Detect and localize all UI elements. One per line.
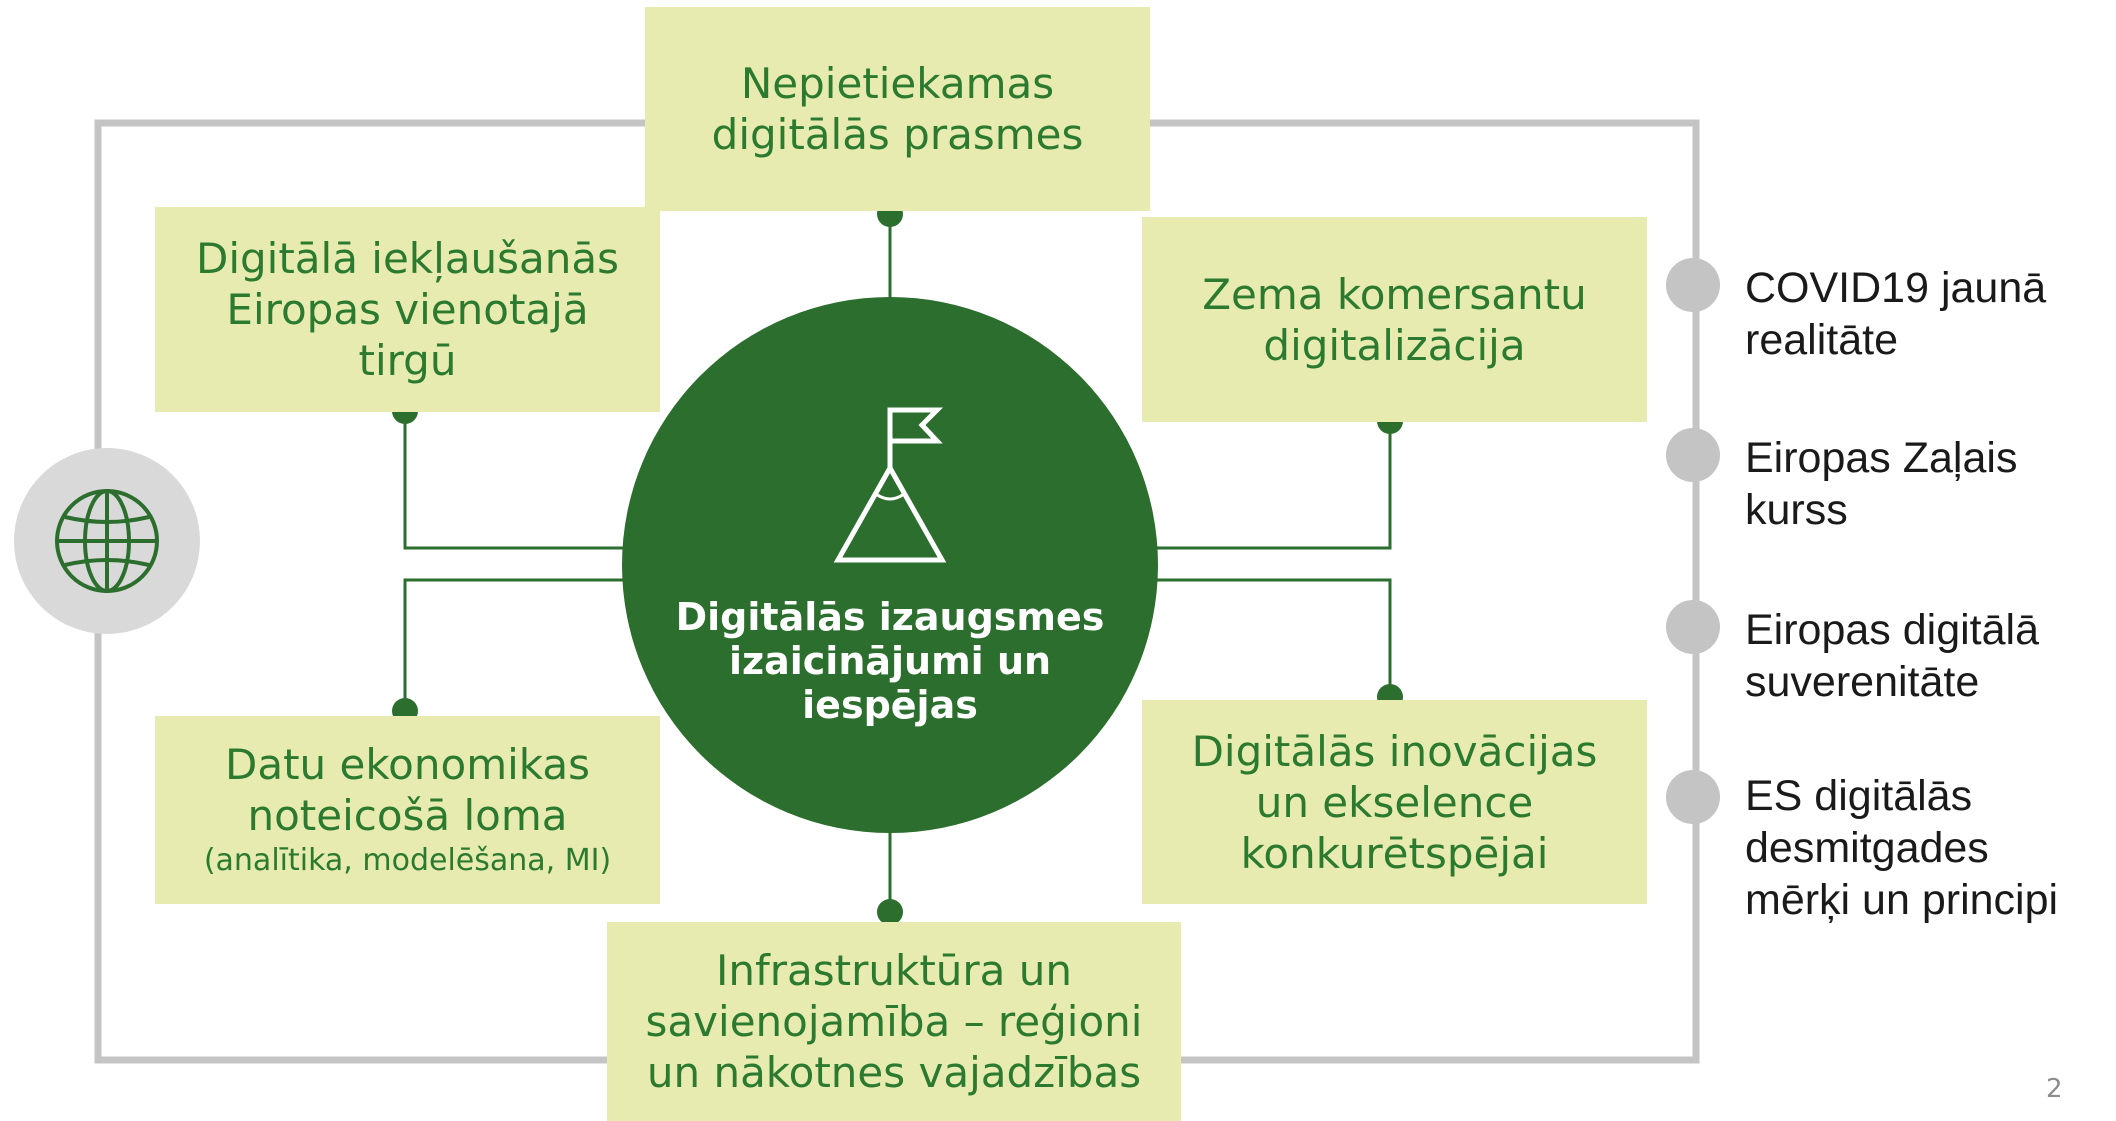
box-top-right: Zema komersantu digitalizācija <box>1142 217 1647 422</box>
side-item-4-line-2: desmitgades <box>1745 824 1989 872</box>
box-bottom-line-2: savienojamība – reģioni <box>645 997 1143 1046</box>
side-item-2-line-1: Eiropas Zaļais <box>1745 434 2018 482</box>
side-item-2-line-2: kurss <box>1745 486 1848 534</box>
box-top-left-line-3: tirgū <box>358 336 457 385</box>
box-bottom-right-line-3: konkurētspējai <box>1240 828 1549 878</box>
side-bullet-1 <box>1666 258 1720 312</box>
globe-badge <box>14 448 200 634</box>
side-item-1-line-1: COVID19 jaunā <box>1745 264 2047 312</box>
box-bottom-line-1: Infrastruktūra un <box>715 946 1073 995</box>
side-item-4: ES digitālās desmitgades mērķi un princi… <box>1745 770 2115 926</box>
box-bottom-right: Digitālās inovācijas un ekselence konkur… <box>1142 700 1647 904</box>
box-bottom: Infrastruktūra un savienojamība – reģion… <box>607 922 1181 1121</box>
box-top-left-line-2: Eiropas vienotajā <box>226 285 589 334</box>
side-item-2: Eiropas Zaļais kurss <box>1745 432 2115 536</box>
globe-icon <box>55 489 159 593</box>
page-number: 2 <box>2046 1074 2063 1104</box>
box-bottom-left: Datu ekonomikas noteicošā loma (analītik… <box>155 716 660 904</box>
side-item-3-line-2: suverenitāte <box>1745 658 1980 706</box>
box-bottom-left-line-1: Datu ekonomikas <box>225 740 590 789</box>
side-bullet-3 <box>1666 600 1720 654</box>
dot-bottom <box>877 899 903 925</box>
side-item-4-line-1: ES digitālās <box>1745 772 1973 820</box>
box-top-right-line-2: digitalizācija <box>1263 320 1526 370</box>
box-top-line-2: digitālās prasmes <box>711 110 1084 159</box>
side-bullet-2 <box>1666 428 1720 482</box>
center-title: Digitālās izaugsmes izaicinājumi un iesp… <box>675 595 1105 727</box>
box-top-right-line-1: Zema komersantu <box>1202 269 1587 319</box>
center-circle <box>622 297 1158 833</box>
box-bottom-line-3: un nākotnes vajadzības <box>646 1048 1142 1097</box>
box-bottom-right-line-1: Digitālās inovācijas <box>1191 726 1598 776</box>
box-bottom-left-line-2: noteicošā loma <box>247 791 568 840</box>
box-top-line-1: Nepietiekamas <box>740 59 1055 108</box>
side-item-4-line-3: mērķi un principi <box>1745 876 2059 924</box>
box-bottom-left-subtitle: (analītika, modelēšana, MI) <box>203 843 612 878</box>
box-top-left-line-1: Digitālā iekļaušanās <box>195 234 619 283</box>
side-item-3-line-1: Eiropas digitālā <box>1745 606 2040 654</box>
side-bullet-4 <box>1666 770 1720 824</box>
box-top-left: Digitālā iekļaušanās Eiropas vienotajā t… <box>155 207 660 412</box>
connector-lines <box>403 214 1392 912</box>
side-item-1: COVID19 jaunā realitāte <box>1745 262 2115 366</box>
box-top: Nepietiekamas digitālās prasmes <box>645 7 1150 211</box>
flag-mountain-icon <box>833 407 947 563</box>
side-item-1-line-2: realitāte <box>1745 316 1898 364</box>
side-bullets <box>1666 258 1720 824</box>
box-bottom-right-line-2: un ekselence <box>1255 777 1534 827</box>
side-item-3: Eiropas digitālā suverenitāte <box>1745 604 2115 708</box>
